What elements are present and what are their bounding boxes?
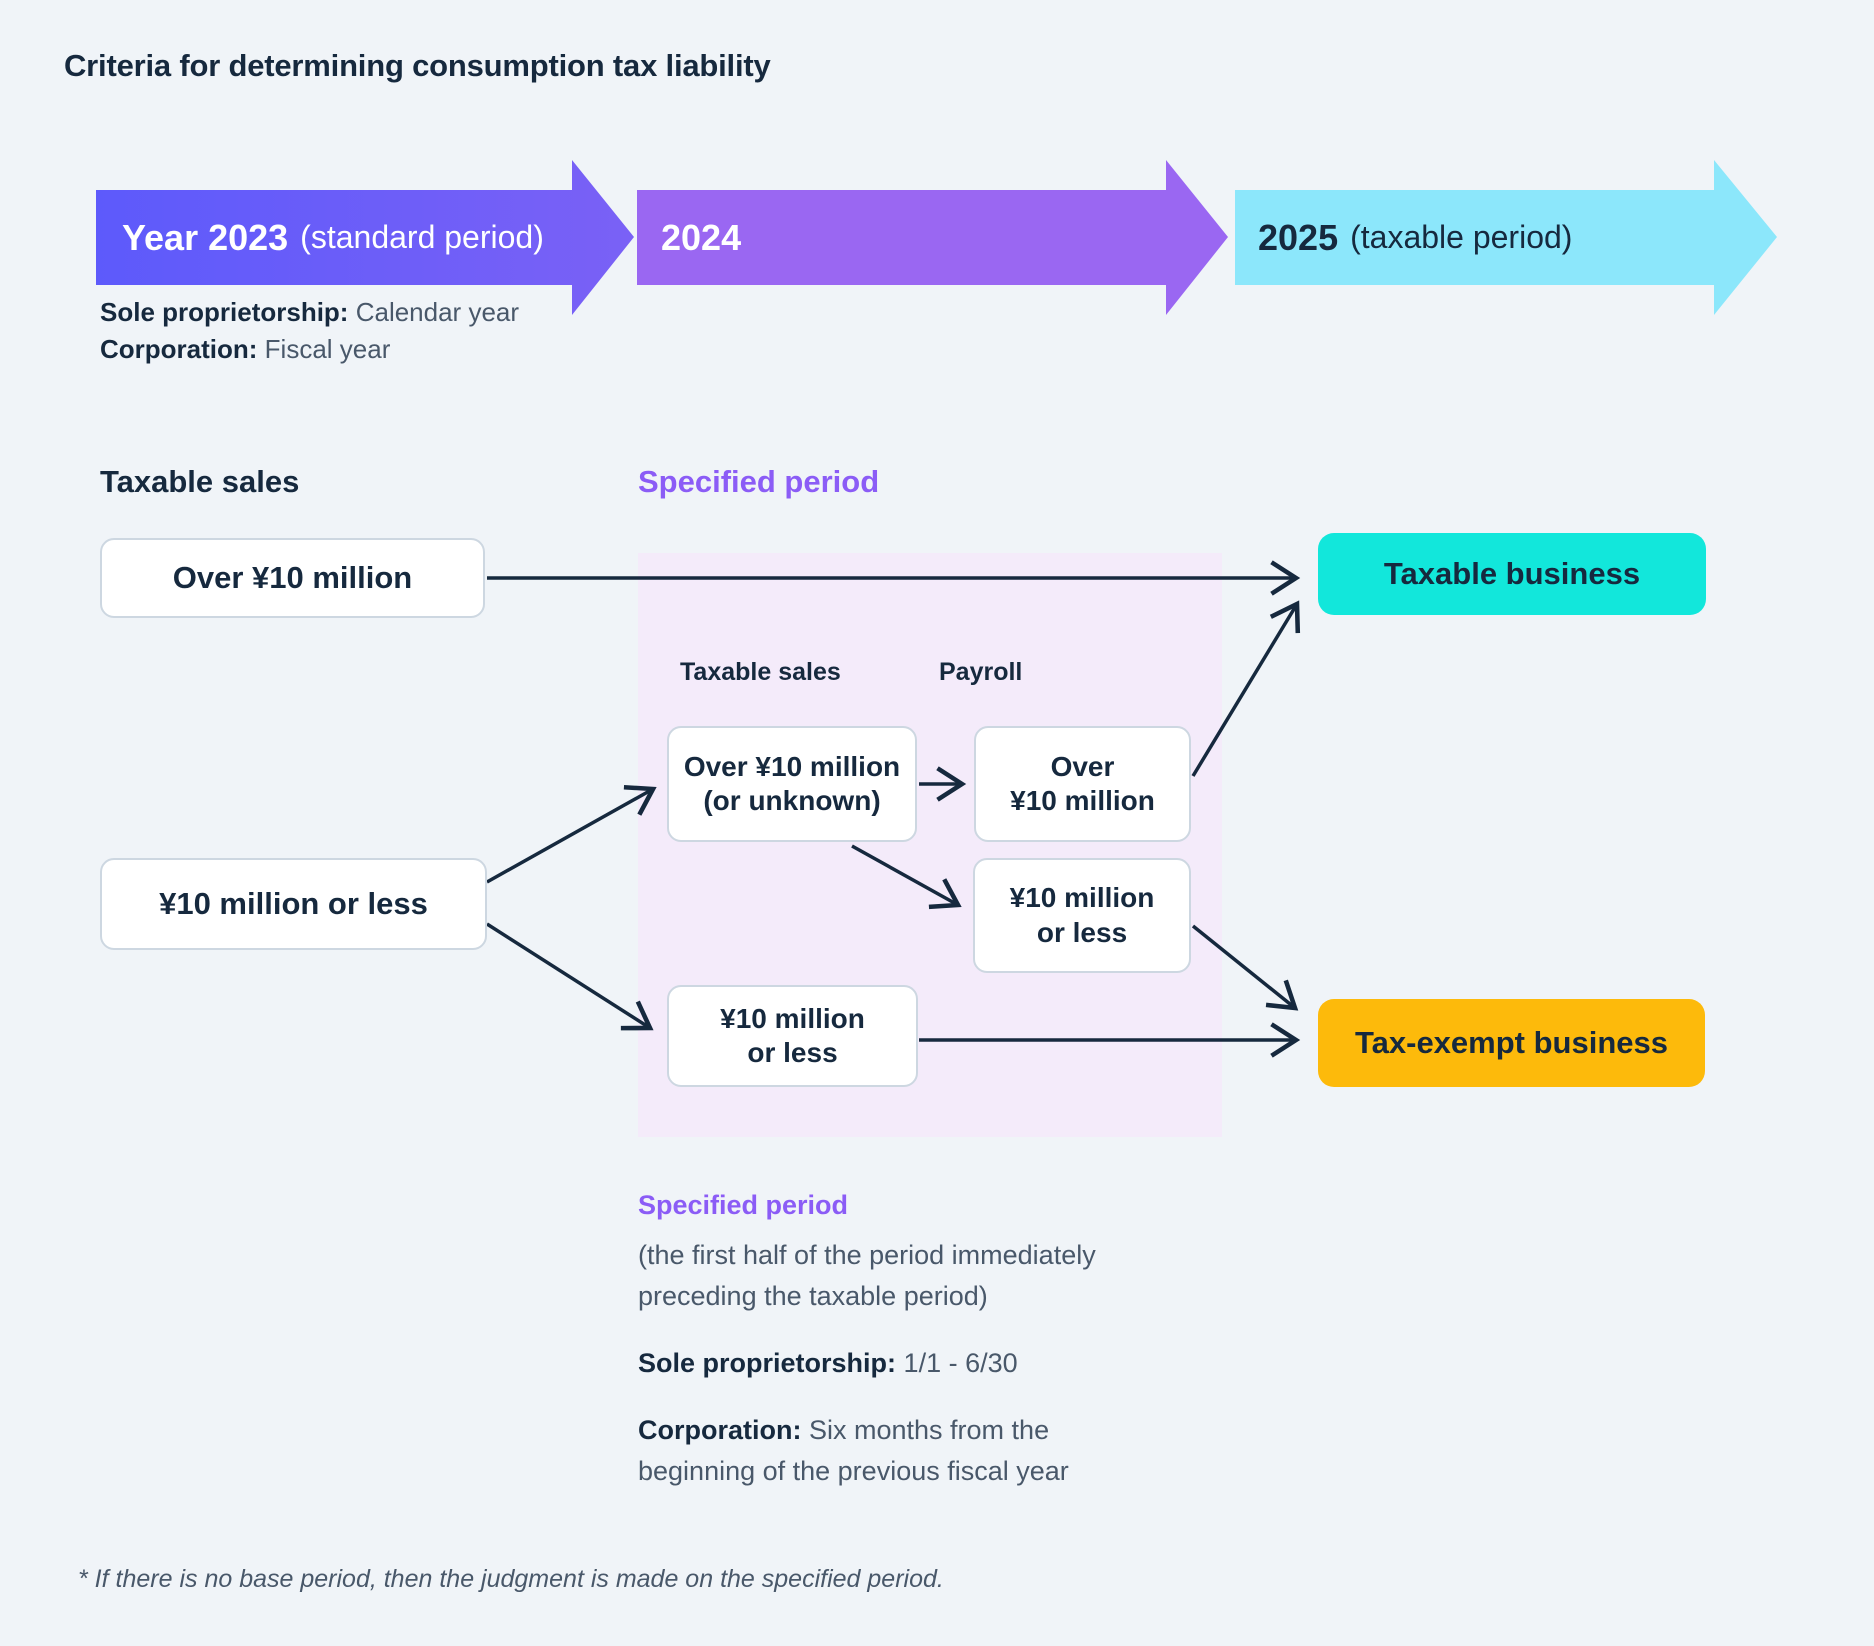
notes-heading: Specified period <box>638 1190 849 1220</box>
timeline-label-2025: 2025 (taxable period) <box>1235 190 1572 285</box>
connector-under10m-to-sp-over <box>486 784 657 884</box>
standard-period-caption: Sole proprietorship: Calendar year Corpo… <box>100 294 519 368</box>
notes-corp-value: Six months from the beginning of the pre… <box>638 1415 1069 1486</box>
box-sp-payroll-under-line2: or less <box>1036 916 1128 948</box>
panel-taxable-sales-label: Taxable sales <box>680 658 841 686</box>
notes-sole-proprietorship: Sole proprietorship: 1/1 - 6/30 <box>638 1343 1158 1384</box>
box-base-over-10m: Over ¥10 million <box>100 538 485 618</box>
panel-payroll-label: Payroll <box>939 658 1023 686</box>
caption-corp-label: Corporation: <box>100 334 258 364</box>
caption-corp-value: Fiscal year <box>264 334 391 364</box>
caption-sole-proprietorship: Sole proprietorship: Calendar year <box>100 294 519 331</box>
box-sp-sales-under-line1: ¥10 million <box>720 1002 865 1034</box>
box-sp-payroll-under-line1: ¥10 million <box>1009 882 1155 914</box>
timeline-label-2024: 2024 <box>637 190 741 285</box>
box-sp-payroll-over-line1: Over <box>1050 750 1115 782</box>
taxable-sales-heading: Taxable sales <box>100 464 300 499</box>
specified-period-notes: Specified period (the first half of the … <box>638 1190 1198 1518</box>
footnote: * If there is no base period, then the j… <box>78 1565 944 1593</box>
result-tax-exempt-business: Tax-exempt business <box>1318 999 1705 1087</box>
timeline-label-2023: Year 2023 (standard period) <box>96 190 544 285</box>
box-sp-sales-under: ¥10 million or less <box>667 985 918 1087</box>
year-2024-label: 2024 <box>661 216 742 258</box>
specified-period-heading: Specified period <box>638 464 880 499</box>
connector-under10m-to-sp-under <box>486 922 654 1031</box>
box-sp-sales-over: Over ¥10 million (or unknown) <box>667 726 917 842</box>
year-2023-label: Year 2023 <box>122 216 289 258</box>
year-2023-suffix: (standard period) <box>300 219 544 255</box>
page-title: Criteria for determining consumption tax… <box>64 48 771 83</box>
caption-sole-value: Calendar year <box>355 297 520 327</box>
box-sp-sales-over-line2: (or unknown) <box>703 785 881 816</box>
box-sp-payroll-over-line2: ¥10 million <box>1010 785 1155 816</box>
notes-sole-label: Sole proprietorship: <box>638 1348 897 1378</box>
notes-corp-label: Corporation: <box>638 1415 802 1445</box>
year-2025-label: 2025 <box>1258 216 1339 258</box>
caption-corporation: Corporation: Fiscal year <box>100 331 519 368</box>
year-2025-suffix: (taxable period) <box>1350 219 1573 255</box>
box-sp-payroll-under: ¥10 million or less <box>973 858 1191 973</box>
result-taxable-business: Taxable business <box>1318 533 1706 615</box>
box-base-under-10m: ¥10 million or less <box>100 858 487 950</box>
notes-corporation: Corporation: Six months from the beginni… <box>638 1410 1158 1492</box>
notes-sole-value: 1/1 - 6/30 <box>903 1348 1018 1378</box>
caption-sole-label: Sole proprietorship: <box>100 297 349 327</box>
box-sp-payroll-over: Over ¥10 million <box>974 726 1191 842</box>
notes-description: (the first half of the period immediatel… <box>638 1240 1096 1311</box>
box-sp-sales-over-line1: Over ¥10 million <box>683 750 901 782</box>
box-sp-sales-under-line2: or less <box>747 1037 838 1068</box>
